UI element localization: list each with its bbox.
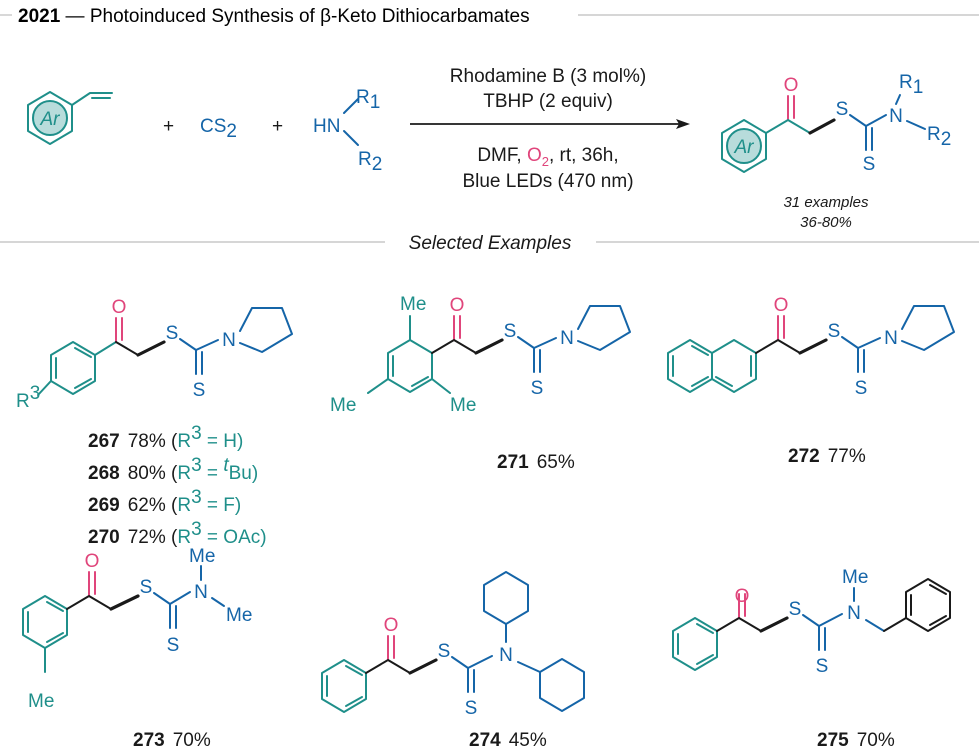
svg-text:N: N bbox=[847, 603, 861, 624]
svg-text:S: S bbox=[465, 698, 478, 719]
svg-text:R2: R2 bbox=[358, 149, 382, 175]
svg-text:Ar: Ar bbox=[734, 137, 755, 158]
product-generic: Ar O S S N R1 R2 bbox=[721, 72, 951, 175]
svg-text:N: N bbox=[560, 328, 574, 349]
svg-text:N: N bbox=[499, 645, 513, 666]
structure-273: Me O S S N Me Me bbox=[22, 546, 252, 712]
styrene: Ar bbox=[27, 91, 113, 145]
svg-text:S: S bbox=[855, 378, 868, 399]
structure-267-270: R3 O S S N bbox=[16, 297, 293, 412]
svg-text:S: S bbox=[863, 154, 876, 175]
svg-text:Me: Me bbox=[400, 294, 426, 315]
svg-text:O: O bbox=[384, 615, 399, 636]
amine: HN R1 R2 bbox=[313, 87, 382, 175]
ar-label: Ar bbox=[40, 109, 61, 130]
plus-1: + bbox=[163, 116, 174, 137]
svg-text:S: S bbox=[167, 635, 180, 656]
svg-text:Me: Me bbox=[450, 395, 476, 416]
section-label: Selected Examples bbox=[409, 233, 572, 254]
examples-count: 31 examples bbox=[783, 194, 869, 211]
svg-text:O: O bbox=[774, 295, 789, 316]
svg-text:R3: R3 bbox=[16, 383, 40, 412]
structure-271: Me Me Me O S S N bbox=[330, 294, 631, 416]
svg-text:R1: R1 bbox=[356, 87, 380, 113]
condition-catalyst: Rhodamine B (3 mol%) bbox=[450, 66, 646, 87]
svg-text:O: O bbox=[85, 551, 100, 572]
svg-text:R1: R1 bbox=[899, 72, 923, 98]
svg-text:HN: HN bbox=[313, 116, 340, 137]
svg-text:R2: R2 bbox=[927, 124, 951, 150]
svg-text:S: S bbox=[438, 641, 451, 662]
svg-text:N: N bbox=[884, 328, 898, 349]
cs2: CS2 bbox=[200, 116, 237, 142]
svg-text:Me: Me bbox=[226, 605, 252, 626]
svg-text:Me: Me bbox=[28, 691, 54, 712]
structure-274: O S S N bbox=[321, 571, 585, 719]
reaction-arrowhead bbox=[676, 119, 690, 129]
svg-text:O: O bbox=[735, 586, 750, 607]
svg-text:N: N bbox=[889, 106, 903, 127]
header-title: 2021 — Photoinduced Synthesis of β-Keto … bbox=[18, 6, 530, 27]
condition-oxidant: TBHP (2 equiv) bbox=[483, 91, 613, 112]
svg-text:O: O bbox=[112, 297, 127, 318]
condition-light: Blue LEDs (470 nm) bbox=[462, 171, 633, 192]
svg-text:S: S bbox=[531, 378, 544, 399]
structure-275: O S S N Me bbox=[672, 567, 951, 677]
svg-text:S: S bbox=[504, 321, 517, 342]
svg-text:S: S bbox=[816, 656, 829, 677]
svg-text:S: S bbox=[166, 323, 179, 344]
yield-range: 36-80% bbox=[800, 214, 852, 231]
structure-272: O S S N bbox=[667, 295, 955, 399]
plus-2: + bbox=[272, 116, 283, 137]
svg-text:N: N bbox=[194, 582, 208, 603]
svg-text:O: O bbox=[784, 75, 799, 96]
svg-text:S: S bbox=[828, 321, 841, 342]
svg-text:Me: Me bbox=[842, 567, 868, 588]
svg-text:S: S bbox=[789, 599, 802, 620]
svg-text:Me: Me bbox=[330, 395, 356, 416]
svg-text:Me: Me bbox=[189, 546, 215, 567]
condition-solvent: DMF, O2, rt, 36h, bbox=[477, 145, 618, 169]
svg-text:S: S bbox=[140, 577, 153, 598]
svg-text:N: N bbox=[222, 330, 236, 351]
svg-text:S: S bbox=[836, 99, 849, 120]
svg-text:S: S bbox=[193, 380, 206, 401]
svg-text:O: O bbox=[450, 295, 465, 316]
